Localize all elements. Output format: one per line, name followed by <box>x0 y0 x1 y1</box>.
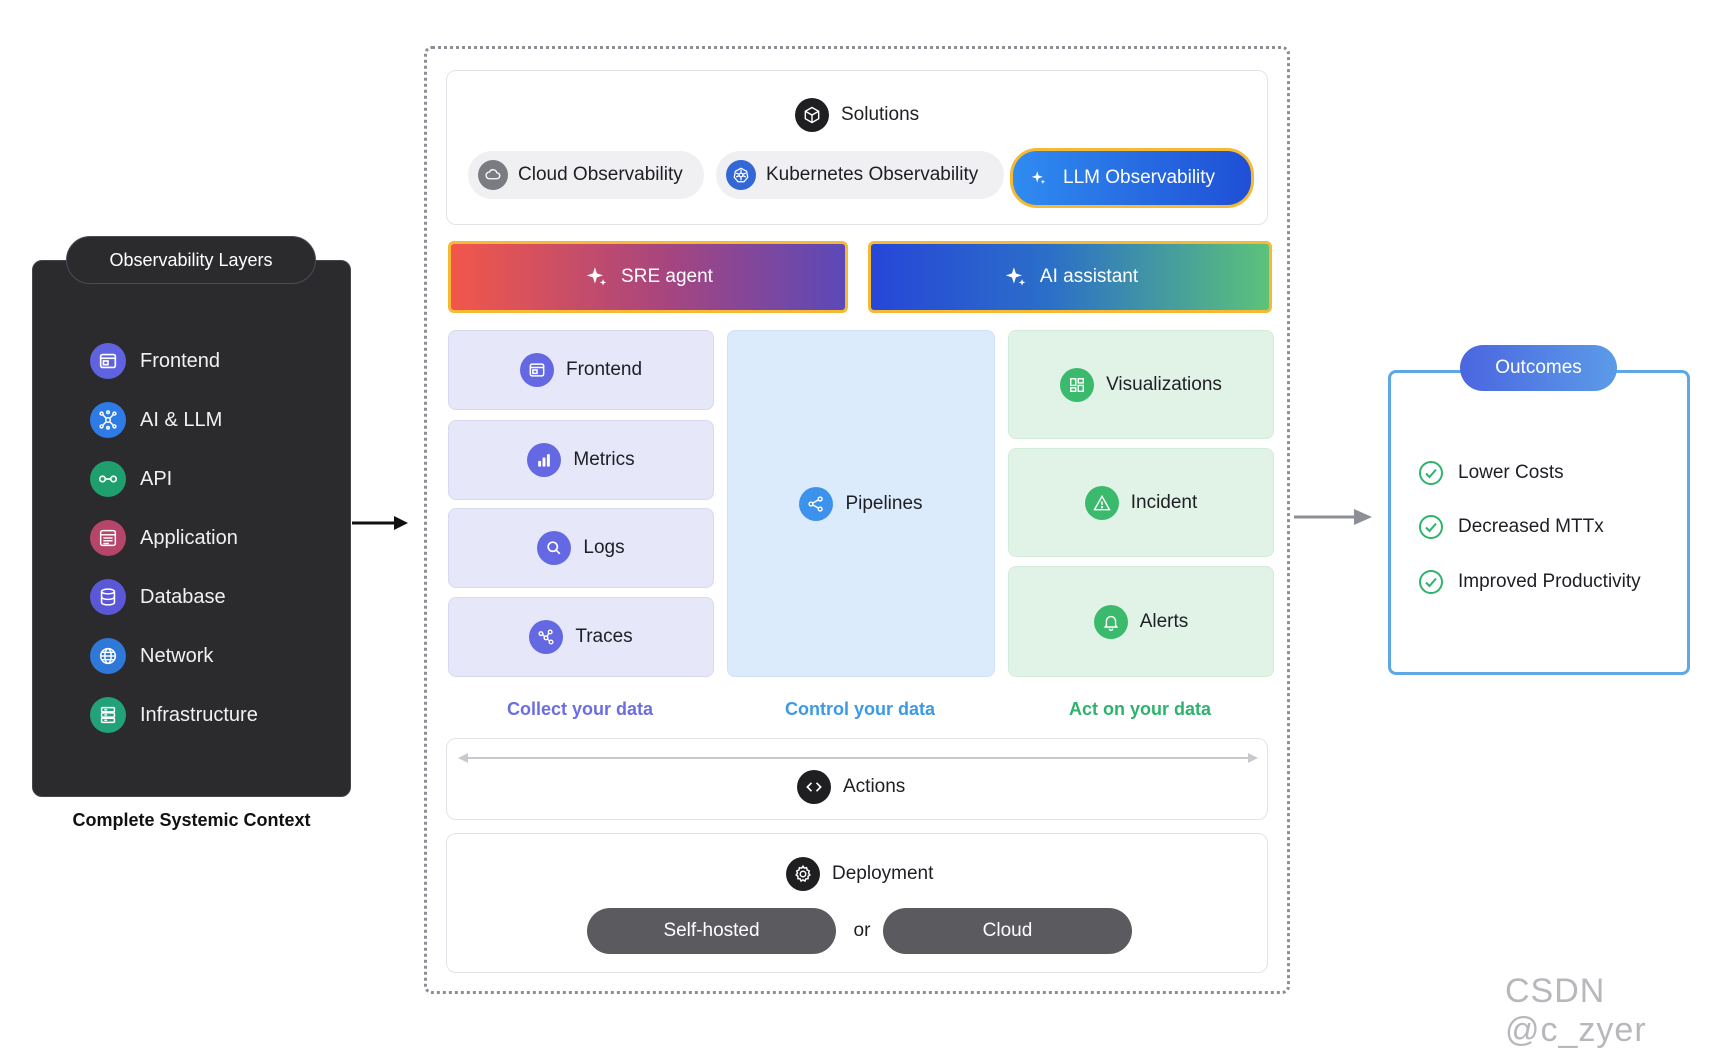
tile-label: Alerts <box>1139 610 1189 632</box>
act-tile-visualizations[interactable]: Visualizations <box>1008 330 1274 439</box>
sre-agent-label: SRE agent <box>621 266 713 287</box>
double-arrow-icon <box>458 753 1258 763</box>
control-label: Control your data <box>784 699 935 719</box>
pill-label: LLM Observability <box>1063 167 1216 188</box>
globe-icon <box>90 638 126 674</box>
solutions-header: Solutions <box>795 98 919 132</box>
pill-label: Cloud Observability <box>518 164 683 185</box>
arrow-right-icon <box>1294 509 1372 525</box>
sparkle-icon <box>1023 163 1053 193</box>
tile-label: Logs <box>583 537 625 558</box>
check-circle-icon <box>1419 461 1443 485</box>
observability-layers-title: Observability Layers <box>66 236 316 284</box>
deployment-box <box>446 833 1268 973</box>
trace-nodes-icon <box>529 620 564 654</box>
sparkle-icon <box>586 267 607 286</box>
platform-container <box>424 46 1290 994</box>
code-brackets-icon <box>797 770 831 804</box>
browser-window-icon <box>519 353 554 387</box>
layer-label: API <box>140 467 173 490</box>
layer-item-infrastructure: Infrastructure <box>90 695 330 735</box>
gear-icon <box>786 857 820 891</box>
dashboard-grid-icon <box>1060 367 1095 402</box>
actions-box <box>446 738 1268 820</box>
observability-layers-panel <box>32 260 351 797</box>
tile-label: Incident <box>1130 491 1198 513</box>
pill-cloud-observability[interactable]: Cloud Observability <box>468 151 704 199</box>
cloud-button[interactable]: Cloud <box>883 908 1132 954</box>
application-icon <box>90 520 126 556</box>
self-hosted-button[interactable]: Self-hosted <box>587 908 836 954</box>
deployment-header: Deployment <box>786 857 933 891</box>
outcome-label: Improved Productivity <box>1458 571 1641 592</box>
solutions-title: Solutions <box>841 104 920 125</box>
bar-chart-icon <box>527 443 562 477</box>
layer-label: Database <box>140 585 226 608</box>
layer-label: Infrastructure <box>140 703 258 726</box>
pipeline-icon <box>799 486 834 521</box>
outcome-item: Improved Productivity <box>1418 567 1641 597</box>
pill-kubernetes-observability[interactable]: Kubernetes Observability <box>716 151 1004 199</box>
outcome-item: Decreased MTTx <box>1418 512 1604 542</box>
tile-label: Frontend <box>565 359 643 380</box>
magnifier-icon <box>537 531 572 565</box>
tile-label: Traces <box>575 626 633 647</box>
neural-network-icon <box>90 402 126 438</box>
watermark: CSDN @c_zyer <box>1505 972 1647 1049</box>
act-tile-alerts[interactable]: Alerts <box>1008 566 1274 677</box>
api-link-icon <box>90 461 126 497</box>
or-connector: or <box>853 920 871 941</box>
layer-item-ai-llm: AI & LLM <box>90 400 330 440</box>
actions-header: Actions <box>797 770 905 804</box>
tile-label: Pipelines <box>845 492 923 514</box>
layer-item-frontend: Frontend <box>90 341 330 381</box>
left-caption: Complete Systemic Context <box>72 810 311 830</box>
cube-icon <box>795 98 829 132</box>
database-icon <box>90 579 126 615</box>
outcome-label: Lower Costs <box>1458 462 1564 483</box>
browser-window-icon <box>90 343 126 379</box>
act-tile-incident[interactable]: Incident <box>1008 448 1274 557</box>
outcomes-title: Outcomes <box>1460 345 1617 391</box>
cloud-icon <box>478 160 508 190</box>
layer-item-network: Network <box>90 636 330 676</box>
warning-triangle-icon <box>1084 485 1119 520</box>
tile-label: Visualizations <box>1106 373 1222 395</box>
collect-label: Collect your data <box>506 699 654 719</box>
control-tile-pipelines[interactable]: Pipelines <box>727 330 995 677</box>
collect-tile-traces[interactable]: Traces <box>448 597 714 677</box>
arrow-right-icon <box>352 516 408 530</box>
check-circle-icon <box>1419 515 1443 539</box>
server-stack-icon <box>90 697 126 733</box>
sre-agent-bar[interactable]: SRE agent <box>448 241 848 313</box>
actions-label: Actions <box>843 776 906 797</box>
layer-item-api: API <box>90 459 330 499</box>
collect-tile-frontend[interactable]: Frontend <box>448 330 714 410</box>
pill-llm-observability[interactable]: LLM Observability <box>1010 148 1254 208</box>
ai-assistant-bar[interactable]: AI assistant <box>868 241 1272 313</box>
layer-label: Network <box>140 644 214 667</box>
collect-tile-logs[interactable]: Logs <box>448 508 714 588</box>
pill-label: Kubernetes Observability <box>766 164 979 185</box>
layer-label: Application <box>140 526 238 549</box>
kubernetes-helm-icon <box>726 160 756 190</box>
act-label: Act on your data <box>1068 699 1211 719</box>
outcome-label: Decreased MTTx <box>1458 516 1604 537</box>
layer-label: AI & LLM <box>140 408 223 431</box>
ai-assistant-label: AI assistant <box>1039 266 1139 287</box>
outcome-item: Lower Costs <box>1418 458 1564 488</box>
tile-label: Metrics <box>573 449 635 470</box>
layer-label: Frontend <box>140 349 221 372</box>
sparkle-icon <box>1005 267 1026 286</box>
bell-icon <box>1093 604 1128 639</box>
collect-tile-metrics[interactable]: Metrics <box>448 420 714 500</box>
check-circle-icon <box>1419 570 1443 594</box>
layer-item-database: Database <box>90 577 330 617</box>
deployment-label: Deployment <box>832 863 934 884</box>
layer-item-application: Application <box>90 518 330 558</box>
